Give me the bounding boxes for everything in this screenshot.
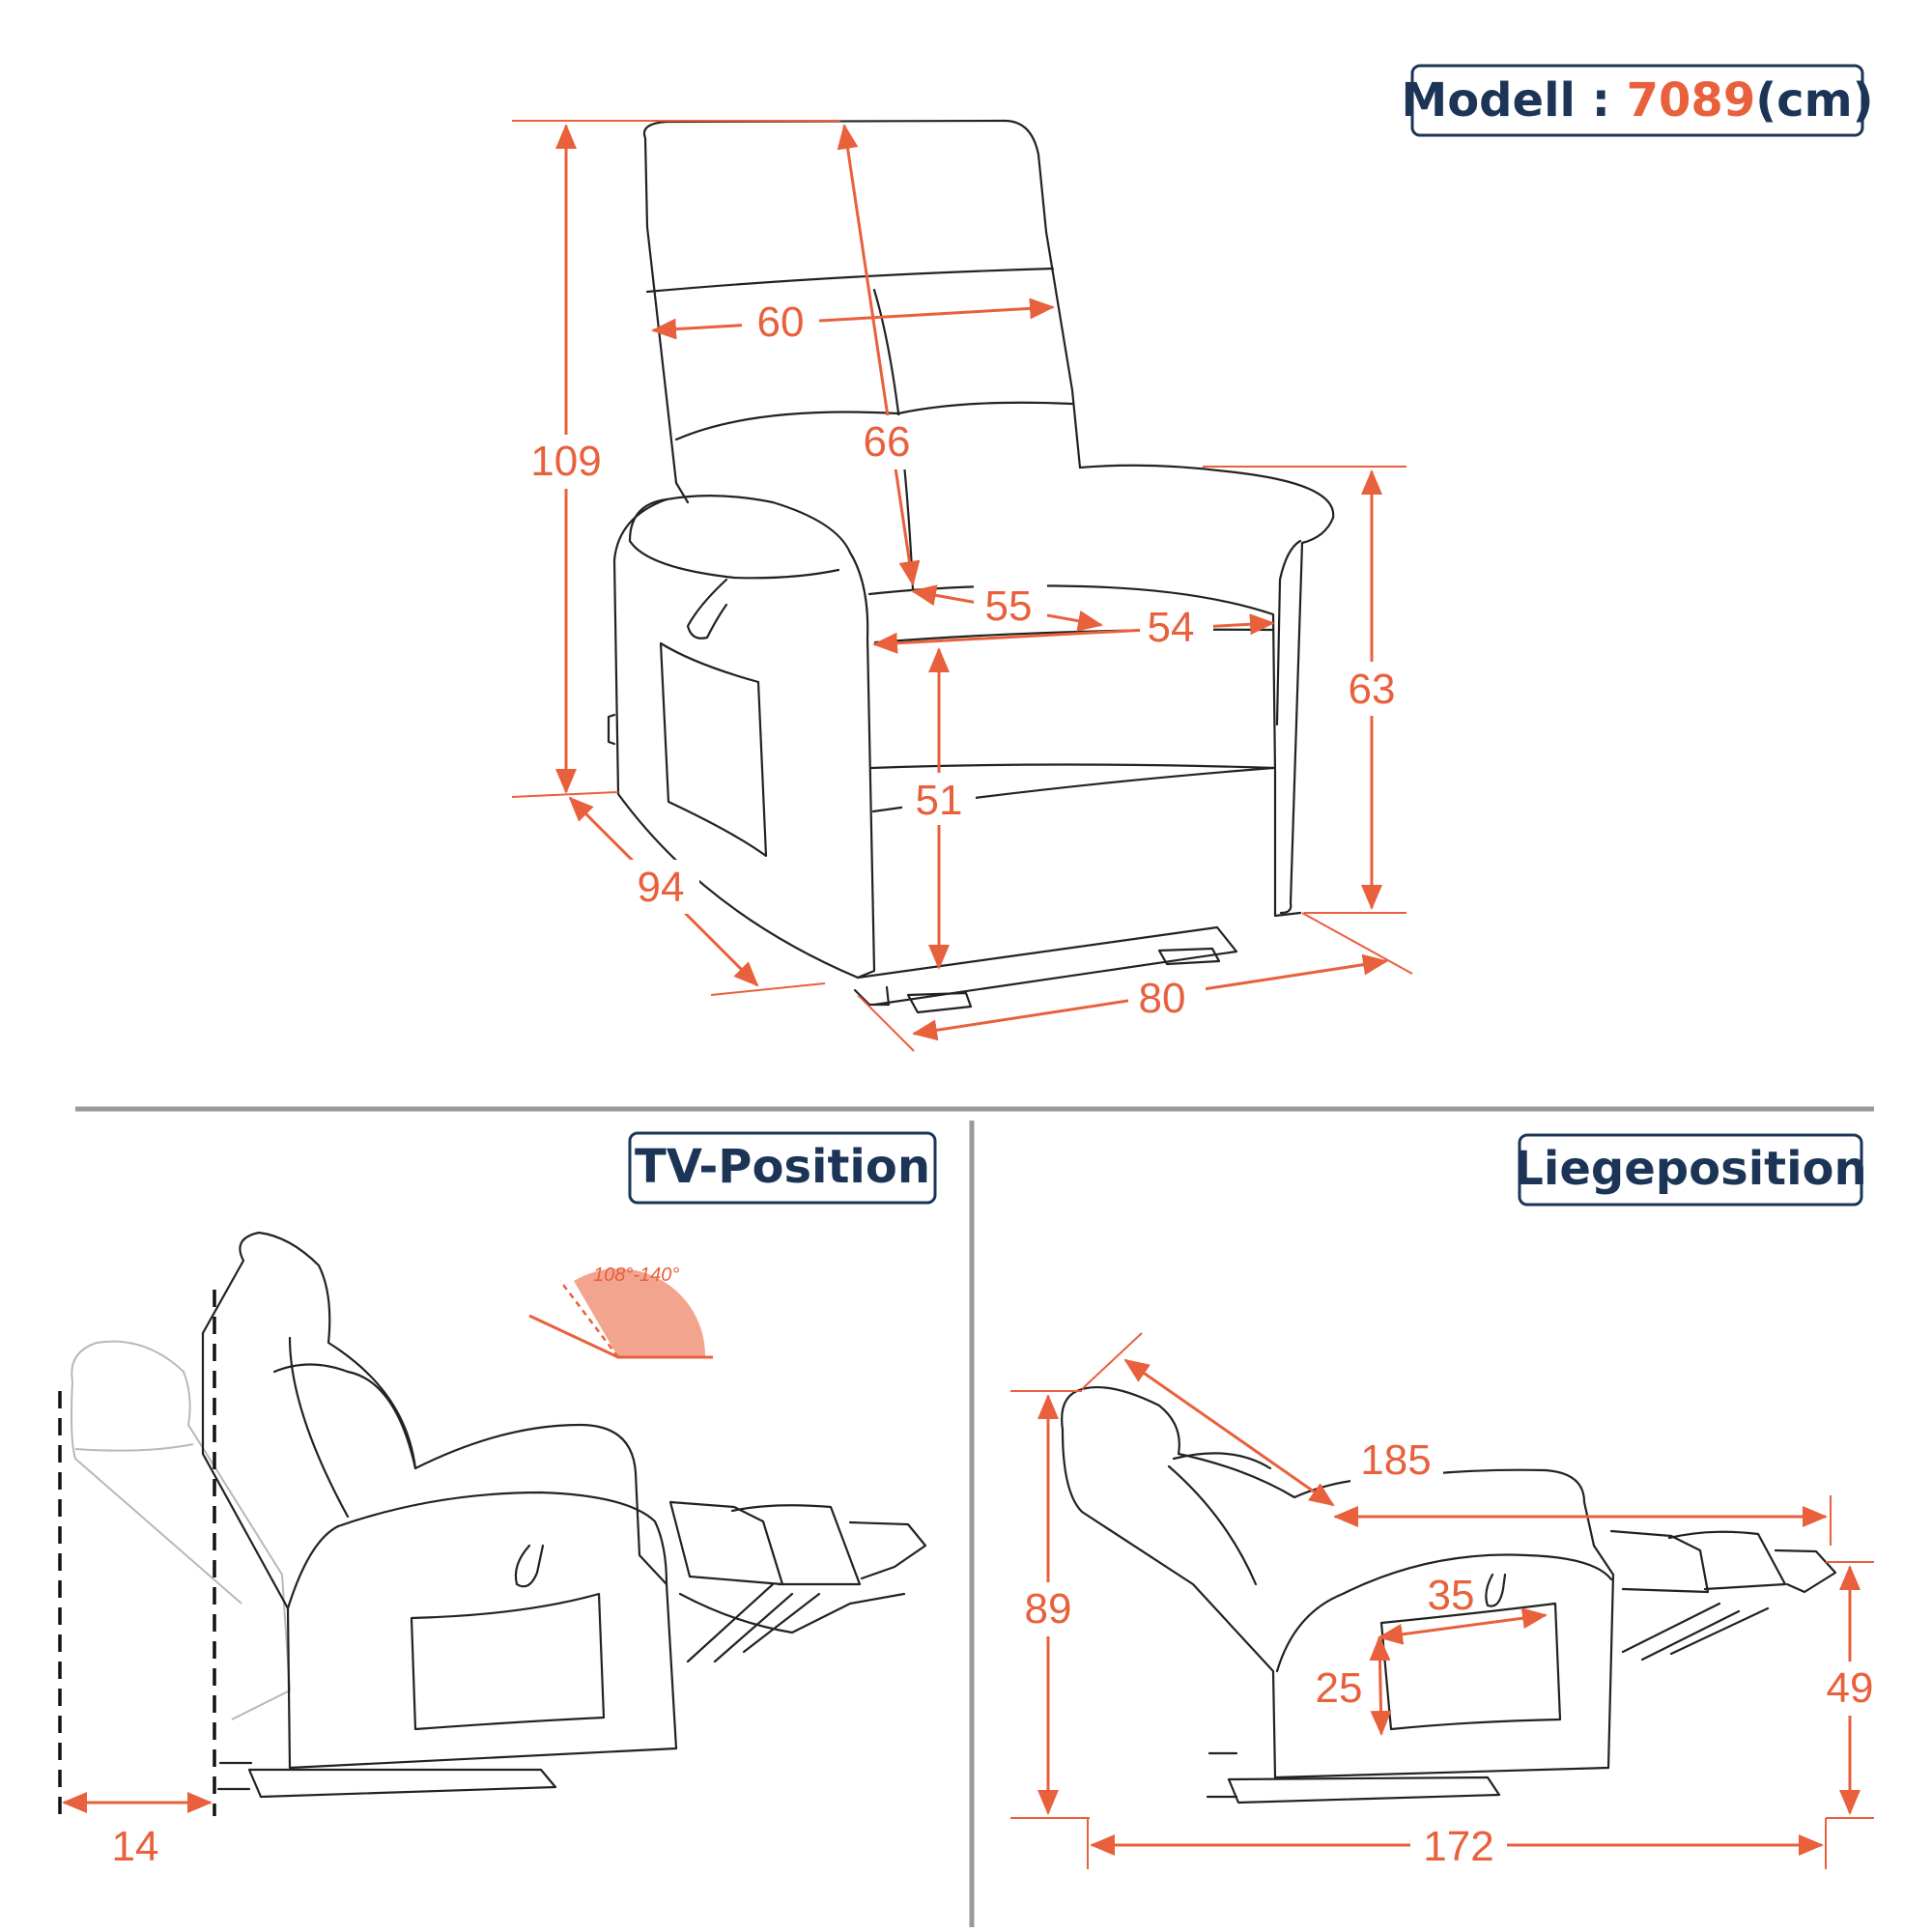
tv-base-feet [216, 1761, 253, 1791]
tv-base [247, 1768, 557, 1799]
tv-pull-handle [514, 1544, 545, 1588]
backrest-seam-1 [645, 267, 1055, 294]
base-foot-left [853, 985, 891, 1007]
model-badge-text: Modell : 7089(cm) [1401, 73, 1873, 128]
backrest-outline [642, 119, 1082, 469]
tv-footrest-mechanism [678, 1592, 906, 1634]
ghost-backrest-side [71, 1380, 242, 1605]
model-badge: Modell : 7089(cm) [1401, 64, 1874, 137]
dim-label-89: 89 [1025, 1585, 1072, 1633]
ext-line-depth [710, 982, 826, 996]
tv-backrest-seam [272, 1363, 417, 1470]
recline-position-badge [1518, 1133, 1863, 1207]
recline-base [1227, 1776, 1501, 1804]
seat-seam-lower [869, 763, 1277, 770]
model-label: Modell : [1401, 73, 1626, 128]
dim-label-55: 55 [985, 582, 1033, 630]
dim-label-109: 109 [530, 438, 601, 485]
recline-angle-sector [574, 1268, 706, 1357]
right-armrest [1078, 464, 1335, 915]
dim-label-bg-51 [902, 773, 976, 825]
recline-armrest [1275, 1553, 1613, 1673]
dim-label-51: 51 [916, 777, 963, 824]
side-switch [607, 713, 616, 746]
ghost-seam [74, 1443, 194, 1452]
tv-backrest-fold [288, 1336, 350, 1519]
model-unit: (cm) [1755, 73, 1873, 128]
recline-side-pocket [1379, 1602, 1562, 1731]
recline-footrest-1 [1667, 1530, 1787, 1591]
recline-seat-extension [1609, 1529, 1710, 1594]
dim-label-25: 25 [1316, 1664, 1363, 1712]
dim-label-172: 172 [1423, 1823, 1493, 1870]
dim-label-49: 49 [1827, 1664, 1874, 1712]
recline-position-panel: Liegeposition 185 89 35 25 [1009, 1133, 1889, 1870]
dim-label-bg-63 [1333, 662, 1410, 716]
dim-label-bg-80 [1128, 972, 1206, 1026]
left-armrest-outer [665, 495, 876, 980]
dim-label-66: 66 [864, 418, 911, 466]
tv-side-pocket [410, 1592, 606, 1731]
left-armrest-top [628, 497, 840, 580]
ghost-backrest [71, 1340, 291, 1720]
recline-angle-label: 108°-140° [593, 1264, 679, 1286]
dim-label-bg-54 [1140, 601, 1213, 653]
recline-backrest-fold [1167, 1464, 1258, 1586]
recline-pull-handle [1485, 1573, 1507, 1607]
tv-armrest-front [286, 1524, 340, 1610]
tv-chair-body [201, 1231, 678, 1770]
dim-label-bg-172 [1410, 1822, 1507, 1870]
ext-line-bottom-left [511, 791, 619, 798]
recline-mechanism-links [1621, 1602, 1770, 1662]
dim-label-bg-94 [622, 860, 699, 914]
dim-label-54: 54 [1148, 604, 1195, 651]
tv-position-panel: TV-Position 108°-140° 14 [58, 1131, 937, 1870]
recline-angle-ray [559, 1280, 619, 1358]
dim-arrow-185 [1123, 1358, 1335, 1507]
tv-position-title: TV-Position [635, 1140, 930, 1194]
side-pocket [659, 641, 768, 858]
tv-footrest-2 [848, 1520, 927, 1580]
tv-seat-extension [668, 1500, 784, 1586]
dim-label-bg-185 [1350, 1434, 1443, 1486]
tv-position-badge [628, 1131, 937, 1205]
dim-label-60: 60 [757, 298, 805, 346]
ext-line-185-head [1081, 1332, 1143, 1390]
recline-position-title: Liegeposition [1514, 1142, 1866, 1196]
dim-label-35: 35 [1428, 1572, 1475, 1619]
recline-chair-body [1061, 1386, 1615, 1779]
dim-label-bg-109 [522, 435, 611, 489]
ext-line-width-right [1301, 912, 1413, 975]
dim-label-185: 185 [1360, 1436, 1431, 1484]
dim-arrow-66 [837, 124, 921, 586]
seat-right-side [1273, 771, 1302, 918]
model-number: 7089 [1627, 73, 1756, 128]
tv-footrest-1 [730, 1504, 862, 1586]
dim-label-bg-89 [1009, 1582, 1087, 1636]
tv-armrest-top [336, 1491, 668, 1586]
pull-handle [686, 578, 728, 639]
dim-arrow-25 [1369, 1635, 1392, 1736]
dim-arrow-35 [1378, 1607, 1548, 1645]
dim-label-94: 94 [638, 864, 685, 911]
ext-line-width-left [857, 994, 915, 1052]
recline-base-feet [1206, 1751, 1238, 1799]
dim-label-bg-60 [742, 295, 819, 349]
seat-cushion-top [867, 584, 1277, 775]
front-view-dimensions: 109 66 60 55 54 51 63 94 [511, 120, 1413, 1052]
dim-label-bg-66 [852, 415, 939, 469]
dim-arrow-60 [651, 298, 1055, 340]
tv-mechanism-links [686, 1582, 821, 1663]
dim-label-80: 80 [1139, 975, 1186, 1022]
model-badge-frame [1410, 64, 1864, 137]
backrest-left-edge [643, 136, 690, 504]
dim-label-bg-49 [1812, 1662, 1889, 1716]
dim-arrow-54 [872, 613, 1275, 654]
dim-label-14: 14 [112, 1823, 159, 1870]
front-view-chair [607, 119, 1335, 1014]
recline-footrest-2 [1774, 1548, 1837, 1594]
right-armrest-front [1275, 539, 1302, 726]
dim-label-63: 63 [1349, 666, 1396, 713]
